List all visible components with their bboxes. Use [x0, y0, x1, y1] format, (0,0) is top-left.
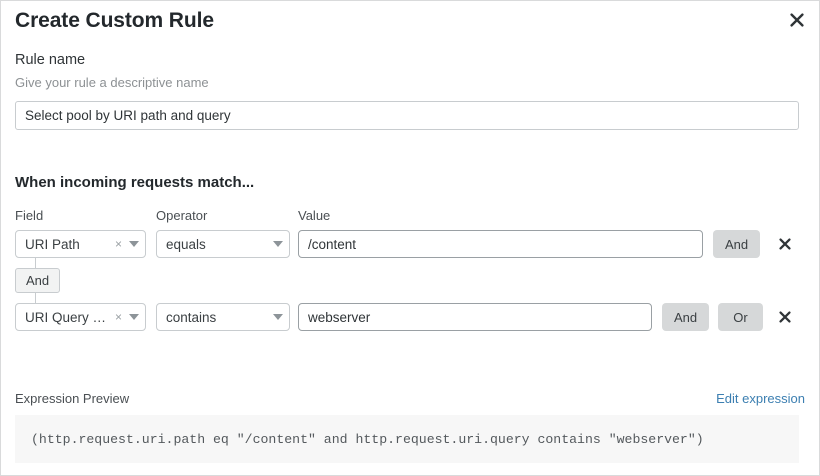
- chevron-down-icon: [129, 314, 139, 320]
- field-select-1[interactable]: URI Query St... ×: [15, 303, 146, 331]
- operator-select-value-0: equals: [166, 236, 206, 252]
- match-section-heading: When incoming requests match...: [15, 174, 255, 191]
- rule-name-input[interactable]: [15, 101, 799, 130]
- rule-name-label: Rule name: [15, 52, 86, 68]
- operator-select-value-1: contains: [166, 309, 217, 325]
- operator-select-1[interactable]: contains: [156, 303, 290, 331]
- clear-icon[interactable]: ×: [114, 310, 122, 324]
- connector-line-bottom: [35, 293, 36, 305]
- chevron-down-icon: [129, 241, 139, 247]
- clear-icon[interactable]: ×: [114, 237, 122, 251]
- close-icon[interactable]: [784, 7, 810, 33]
- chevron-down-icon: [273, 241, 283, 247]
- connector-line-top: [35, 258, 36, 268]
- value-input-1[interactable]: [298, 303, 652, 331]
- or-button-1[interactable]: Or: [718, 303, 763, 331]
- remove-condition-button-0[interactable]: [774, 230, 796, 258]
- operator-select-0[interactable]: equals: [156, 230, 290, 258]
- edit-expression-link[interactable]: Edit expression: [716, 391, 805, 406]
- and-button-1[interactable]: And: [662, 303, 710, 331]
- expression-preview-code: (http.request.uri.path eq "/content" and…: [15, 415, 799, 463]
- condition-connector: And: [1, 258, 141, 306]
- connector-and-badge[interactable]: And: [15, 268, 61, 293]
- remove-condition-button-1[interactable]: [774, 303, 796, 331]
- field-select-value-0: URI Path: [25, 236, 80, 252]
- rule-name-help-text: Give your rule a descriptive name: [15, 75, 209, 90]
- and-button-0[interactable]: And: [713, 230, 761, 258]
- column-label-value: Value: [298, 208, 331, 223]
- expression-preview-label: Expression Preview: [15, 391, 130, 406]
- value-input-0[interactable]: [298, 230, 703, 258]
- chevron-down-icon: [273, 314, 283, 320]
- field-select-0[interactable]: URI Path ×: [15, 230, 146, 258]
- field-select-value-1: URI Query St...: [25, 309, 113, 325]
- column-label-field: Field: [15, 208, 44, 223]
- dialog-title: Create Custom Rule: [15, 9, 214, 32]
- column-label-operator: Operator: [156, 208, 208, 223]
